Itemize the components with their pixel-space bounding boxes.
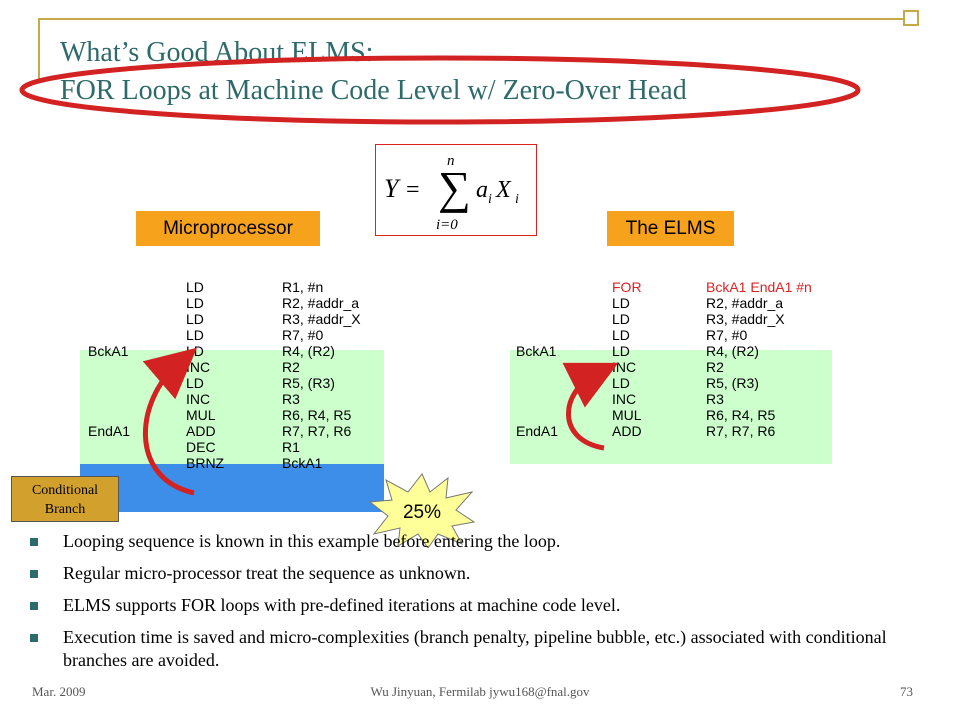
bullet-text: Looping sequence is known in this exampl…: [63, 531, 561, 551]
micro-loop-arrow: [142, 347, 197, 496]
code-opcode: LD: [612, 343, 630, 359]
bullet-square-icon: [30, 634, 38, 642]
code-operands: BckA1 EndA1 #n: [706, 279, 812, 295]
micro-branch-band: [80, 464, 384, 512]
code-opcode: MUL: [186, 407, 216, 423]
code-operands: R6, R4, R5: [706, 407, 776, 423]
bullet-text: ELMS supports FOR loops with pre-defined…: [63, 595, 621, 615]
code-opcode: LD: [186, 327, 204, 343]
code-label: EndA1: [516, 423, 559, 439]
code-operands: R1: [282, 439, 300, 455]
bullet-4: Execution time is saved and micro-comple…: [30, 626, 910, 672]
starburst-25-percent: 25%: [368, 473, 476, 548]
code-operands: R1, #n: [282, 279, 324, 295]
bullet-3: ELMS supports FOR loops with pre-defined…: [30, 594, 910, 617]
code-label: BckA1: [88, 343, 129, 359]
footer-date: Mar. 2009: [32, 684, 86, 699]
code-operands: R5, (R3): [706, 375, 759, 391]
code-operands: R2: [706, 359, 724, 375]
sigma-icon: ∑: [438, 162, 471, 213]
code-opcode: DEC: [186, 439, 216, 455]
conditional-branch-line2: Branch: [44, 502, 86, 517]
footer-page-number: 73: [900, 684, 913, 699]
bullet-text: Regular micro-processor treat the sequen…: [63, 563, 471, 583]
conditional-branch-callout: Conditional Branch: [11, 476, 119, 522]
conditional-branch-line1: Conditional: [31, 483, 99, 498]
code-opcode: LD: [612, 295, 630, 311]
code-opcode: LD: [186, 311, 204, 327]
code-operands: R3, #addr_X: [282, 311, 361, 327]
formula-box: Y = ∑ n i=0 a i X i: [375, 144, 537, 236]
formula-upper-limit: n: [447, 153, 455, 169]
starburst-text: 25%: [403, 502, 441, 523]
sum-formula: Y = ∑ n i=0 a i X i: [384, 153, 519, 233]
formula-term-x: X: [495, 177, 512, 203]
formula-equals: =: [406, 177, 420, 203]
code-opcode: LD: [186, 279, 204, 295]
formula-lhs: Y: [384, 174, 401, 203]
code-opcode: LD: [612, 311, 630, 327]
micro-loop-band: [80, 350, 384, 464]
code-operands: R5, (R3): [282, 375, 335, 391]
code-operands: R2: [282, 359, 300, 375]
title-highlight-ellipse: [19, 55, 861, 125]
formula-sub-a: i: [488, 192, 492, 207]
title-line-2: FOR Loops at Machine Code Level w/ Zero-…: [60, 75, 687, 106]
code-operands: R4, (R2): [706, 343, 759, 359]
code-opcode: LD: [186, 295, 204, 311]
code-label: EndA1: [88, 423, 131, 439]
code-opcode: LD: [612, 327, 630, 343]
bullet-square-icon: [30, 538, 38, 546]
code-opcode: BRNZ: [186, 455, 225, 471]
code-operands: R7, R7, R6: [282, 423, 352, 439]
frame-vertical-line: [38, 18, 40, 80]
bullet-2: Regular micro-processor treat the sequen…: [30, 562, 910, 585]
code-opcode: FOR: [612, 279, 642, 295]
code-operands: R4, (R2): [282, 343, 335, 359]
elms-loop-arrow: [562, 362, 619, 451]
code-operands: R7, R7, R6: [706, 423, 776, 439]
code-operands: R3: [282, 391, 300, 407]
code-operands: R2, #addr_a: [706, 295, 784, 311]
bullet-list: Looping sequence is known in this exampl…: [30, 530, 910, 681]
footer-author: Wu Jinyuan, Fermilab jywu168@fnal.gov: [370, 684, 590, 699]
label-microprocessor: Microprocessor: [136, 211, 320, 246]
code-operands: R7, #0: [706, 327, 748, 343]
code-operands: BckA1: [282, 455, 323, 471]
bullet-square-icon: [30, 570, 38, 578]
code-operands: R3: [706, 391, 724, 407]
bullet-1: Looping sequence is known in this exampl…: [30, 530, 910, 553]
formula-lower-limit: i=0: [436, 217, 458, 233]
code-opcode: ADD: [186, 423, 216, 439]
code-operands: R2, #addr_a: [282, 295, 360, 311]
frame-corner-square: [903, 10, 919, 26]
formula-sub-x: i: [515, 192, 519, 207]
code-operands: R3, #addr_X: [706, 311, 785, 327]
formula-term-a: a: [476, 177, 488, 203]
bullet-square-icon: [30, 602, 38, 610]
code-opcode: ADD: [612, 423, 642, 439]
label-elms: The ELMS: [607, 211, 734, 246]
code-opcode: MUL: [612, 407, 642, 423]
code-label: BckA1: [516, 343, 557, 359]
code-operands: R7, #0: [282, 327, 324, 343]
bullet-text: Execution time is saved and micro-comple…: [63, 627, 887, 670]
frame-horizontal-line: [38, 18, 918, 20]
code-operands: R6, R4, R5: [282, 407, 352, 423]
